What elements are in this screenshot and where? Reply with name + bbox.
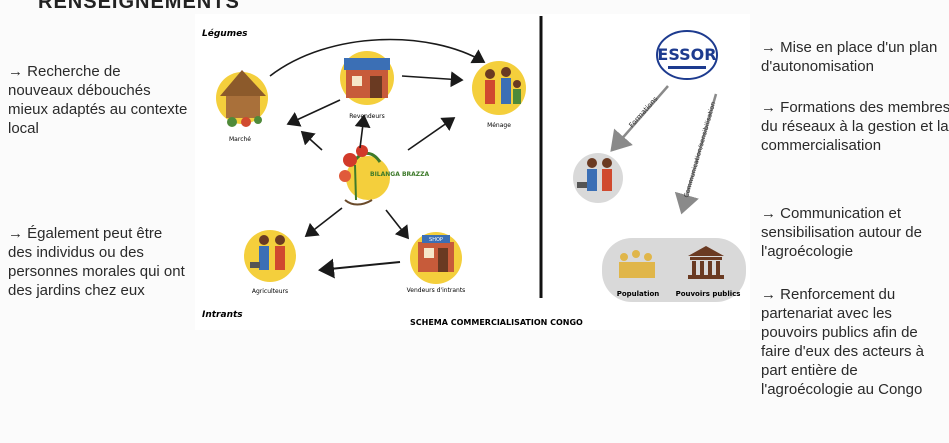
agriculteurs-node: Agriculteurs xyxy=(244,230,296,295)
label-intrants: Intrants xyxy=(202,310,243,320)
arrow-revendeurs-menage xyxy=(401,71,464,88)
essor-agriculteurs-bubble xyxy=(573,153,623,203)
center-label: BILANGA BRAZZA xyxy=(370,171,429,178)
left-note-individus: → Également peut être des individus ou d… xyxy=(8,225,185,299)
right-note-formations: → Formations des membres du réseaux à la… xyxy=(761,99,949,154)
revendeurs-node: Revendeurs xyxy=(340,51,394,120)
arrow-center-menage xyxy=(407,117,456,151)
arrow-formations xyxy=(610,85,669,152)
right-note-partenariat: → Renforcement du partenariat avec les p… xyxy=(761,286,924,398)
population-icon xyxy=(619,250,655,278)
menage-node: Ménage xyxy=(472,61,526,129)
essor-logo-text: ESSOR xyxy=(657,45,716,64)
arrow-center-intrants xyxy=(385,209,409,240)
government-building-icon xyxy=(688,246,724,279)
center-plant-node: BILANGA BRAZZA xyxy=(339,145,429,206)
arrow-intrants-agriculteurs xyxy=(318,258,401,279)
shop-sign: SHOP xyxy=(429,237,443,243)
revendeurs-label: Revendeurs xyxy=(349,113,385,120)
arrow-communication xyxy=(674,93,718,215)
page-title-cut: RENSEIGNEMENTS xyxy=(38,0,240,13)
marche-node: Marché xyxy=(216,70,268,143)
essor-logo: ESSOR xyxy=(656,30,718,80)
schema-caption: SCHEMA COMMERCIALISATION CONGO xyxy=(410,318,583,327)
formations-label: Formations xyxy=(628,95,660,130)
label-legumes: Légumes xyxy=(202,28,248,39)
arrow-revendeurs-marche xyxy=(286,99,341,127)
pouvoirs-publics-label: Pouvoirs publics xyxy=(676,290,741,298)
arrow-center-agriculteurs xyxy=(304,207,343,237)
population-label: Population xyxy=(617,290,660,298)
arrow-center-marche xyxy=(300,130,323,151)
menage-label: Ménage xyxy=(487,122,511,129)
population-pouvoirs-bubble: Population Pouvoirs publics xyxy=(602,238,746,302)
right-note-communication: → Communication et sensibilisation autou… xyxy=(761,205,922,260)
vendeurs-intrants-node: SHOP Vendeurs d'intrants xyxy=(407,232,466,294)
vendeurs-intrants-label: Vendeurs d'intrants xyxy=(407,287,466,294)
agriculteurs-label: Agriculteurs xyxy=(252,288,288,295)
communication-label: Communication/sensibilisation xyxy=(682,101,717,199)
right-note-autonomisation: → Mise en place d'un plan d'autonomisati… xyxy=(761,39,938,75)
arrow-center-revendeurs xyxy=(354,114,371,149)
marche-label: Marché xyxy=(229,136,251,143)
arrow-marche-menage xyxy=(269,38,486,77)
left-note-debouches: → Recherche de nouveaux débouchés mieux … xyxy=(8,63,188,137)
